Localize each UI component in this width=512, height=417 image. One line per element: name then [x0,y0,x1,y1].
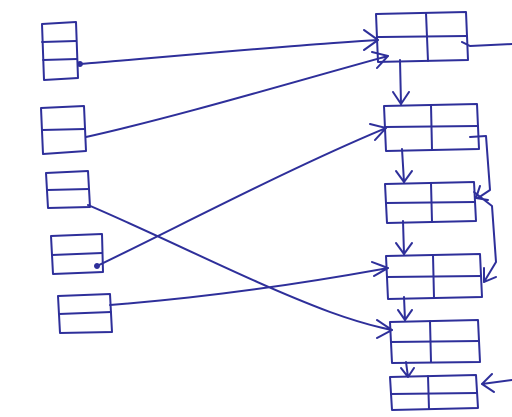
right-node-4 [385,253,483,300]
right-node-6 [389,374,479,411]
left-node-4 [50,233,104,275]
left-node-3 [45,170,91,209]
edge-right5-right6 [400,361,415,378]
edge-left1-right1 [77,29,379,67]
edge-right1-right2 [392,59,410,105]
right-node-1 [375,11,469,63]
edge-right3-loop-right4 [473,191,497,283]
left-node-2 [40,105,87,155]
edge-left3-right5 [87,204,393,339]
right-node-5 [389,319,481,364]
edge-enter-right6 [481,373,512,393]
left-node-5 [57,293,113,334]
edge-left4-right2 [94,123,387,269]
edge-right3-right4 [395,220,413,255]
edge-left5-right4 [109,261,389,306]
edge-right2-right3 [395,148,413,183]
left-node-1 [41,21,79,81]
edge-left2-right1 [85,51,389,138]
edge-right4-right5 [397,296,413,321]
right-node-3 [384,181,477,224]
right-node-2 [383,103,480,152]
edge-right1-exit [461,41,512,47]
edge-right2-loop-right3 [469,135,491,201]
